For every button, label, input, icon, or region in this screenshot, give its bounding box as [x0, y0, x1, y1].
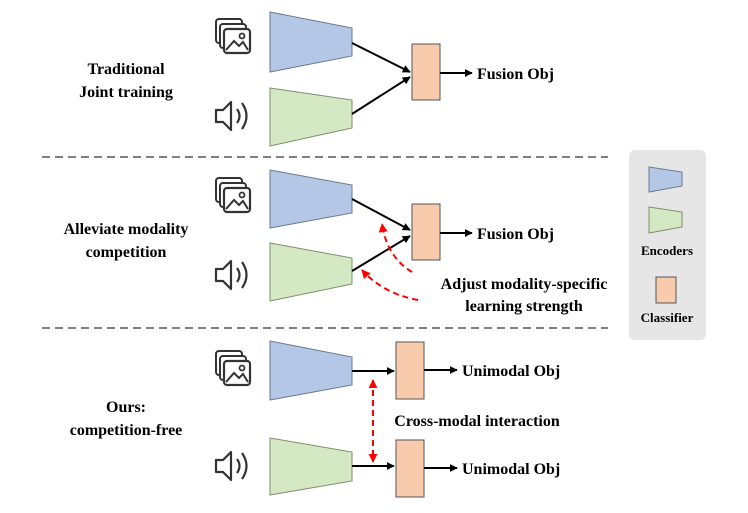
legend-encoder-audio-swatch	[648, 206, 683, 234]
arrow-audio-to-classifier	[351, 76, 411, 115]
legend-classifier-swatch	[655, 276, 677, 304]
legend-encoder-image-swatch	[648, 166, 683, 193]
speaker-icon	[214, 450, 248, 482]
section1-label-line2: Joint training	[79, 84, 173, 101]
section2-label-line2: competition	[86, 244, 167, 261]
classifier-box	[395, 341, 425, 400]
classifier-box	[411, 43, 441, 101]
legend-encoders-label: Encoders	[641, 243, 693, 258]
section2-annotation-line1: Adjust modality-specific	[441, 276, 608, 293]
section3-annotation: Cross-modal interaction	[394, 413, 560, 430]
audio-encoder	[269, 242, 353, 302]
section2-output-label: Fusion Obj	[477, 226, 554, 243]
classifier-box	[395, 439, 425, 498]
image-stack-icon	[214, 176, 252, 214]
dashed-arrow-to-image-branch	[378, 223, 413, 273]
image-stack-icon	[214, 17, 252, 55]
dashed-arrow-to-audio-branch	[361, 269, 419, 301]
section1-output-label: Fusion Obj	[477, 66, 554, 83]
image-encoder	[269, 11, 353, 73]
speaker-icon	[214, 259, 248, 291]
arrow-image-to-classifier	[351, 42, 411, 73]
section2-annotation-line2: learning strength	[465, 298, 583, 315]
image-encoder	[269, 169, 353, 229]
arrow-image-to-classifier	[351, 198, 411, 231]
section2-label-line1: Alleviate modality	[64, 221, 189, 238]
legend-classifier-label: Classifier	[641, 310, 694, 325]
classifier-box	[411, 203, 441, 261]
section1-label-line1: Traditional	[87, 61, 165, 78]
audio-encoder	[269, 437, 353, 496]
image-encoder	[269, 340, 353, 401]
speaker-icon	[214, 100, 248, 132]
section3-label-line2: competition-free	[70, 422, 183, 439]
audio-encoder	[269, 87, 353, 147]
image-stack-icon	[214, 349, 252, 387]
legend-panel	[629, 150, 706, 340]
section3-label-line1: Ours:	[106, 399, 146, 416]
section3-output-label-2: Unimodal Obj	[462, 461, 560, 478]
section3-output-label-1: Unimodal Obj	[462, 363, 560, 380]
arrow-audio-to-classifier	[351, 235, 411, 272]
